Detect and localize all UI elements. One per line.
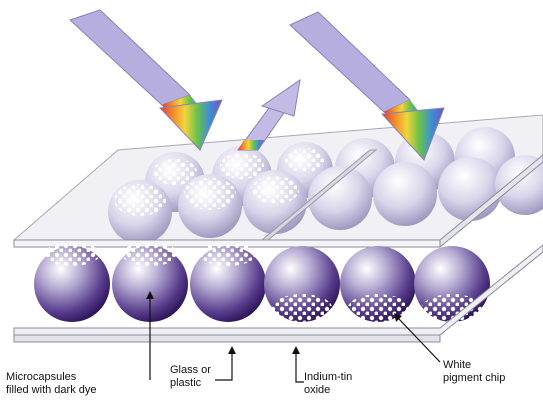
label-white-pigment-chip: White pigment chip [443,359,533,385]
incoming-light-arrow-left [70,10,222,150]
label-microcapsules: Microcapsules filled with dark dye [6,371,136,397]
label-indium-tin-oxide: Indium-tin oxide [304,371,374,397]
label-glass-or-plastic: Glass or plastic [170,364,240,390]
front-row-capsules [34,242,490,322]
